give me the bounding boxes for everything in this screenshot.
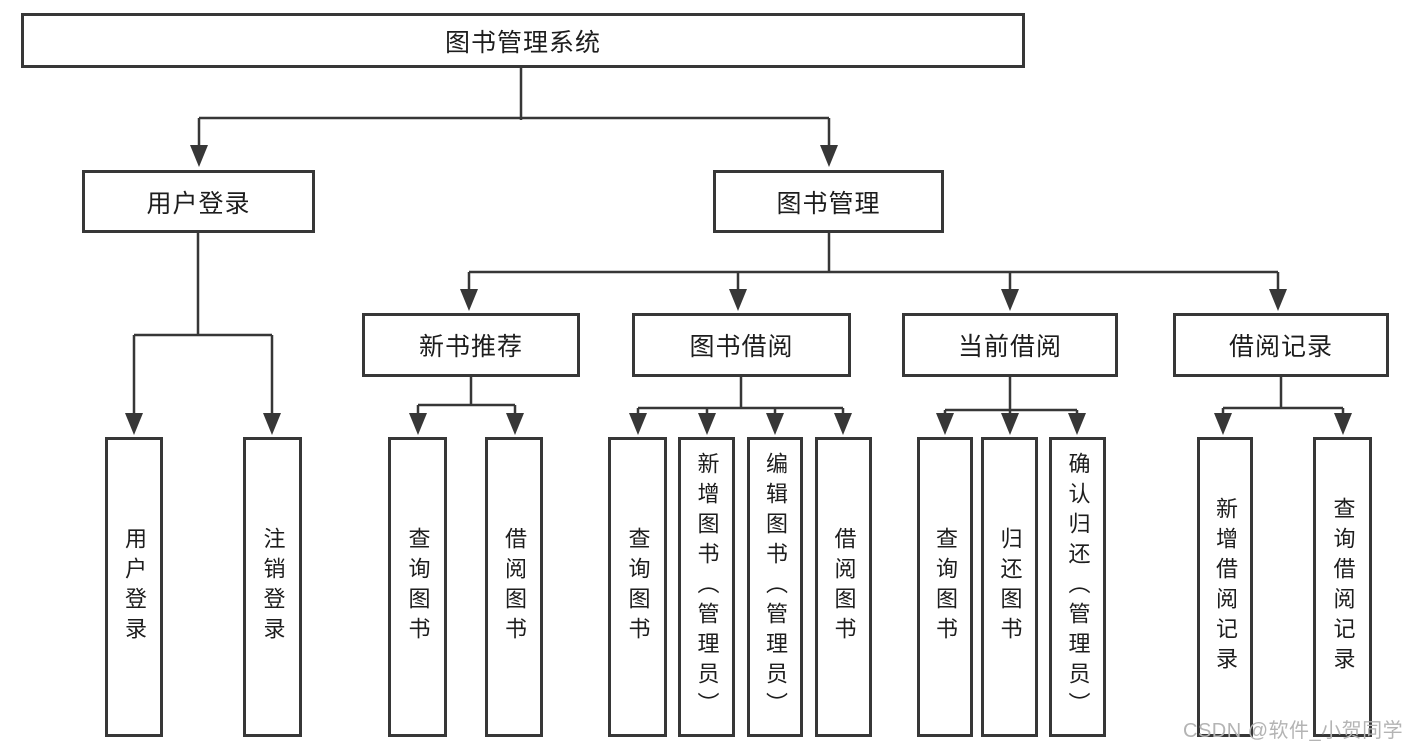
node-book-management-label: 图书管理 (776, 189, 881, 218)
node-current-query-books-label: 查询图书 (933, 527, 958, 647)
node-current-return-books: 归还图书 (981, 437, 1038, 737)
node-current-borrowing-label: 当前借阅 (957, 333, 1062, 361)
node-borrow-records-label: 借阅记录 (1228, 333, 1333, 361)
node-borrow-edit-books-admin: 编辑图书（管理员） (747, 437, 803, 737)
node-user-login: 用户登录 (82, 170, 315, 233)
node-recommend-borrow-books: 借阅图书 (485, 437, 543, 737)
watermark: CSDN @软件_小贺同学 (1183, 720, 1404, 742)
arrowheads (125, 145, 1352, 435)
node-current-borrowing: 当前借阅 (902, 313, 1118, 377)
node-logout-label: 注销登录 (260, 527, 286, 647)
node-borrow-query-books-label: 查询图书 (625, 527, 651, 647)
node-login-label: 用户登录 (122, 527, 147, 647)
node-borrow-edit-books-admin-label: 编辑图书（管理员） (763, 452, 788, 722)
node-borrow-add-books-admin: 新增图书（管理员） (678, 437, 735, 737)
node-book-borrowing: 图书借阅 (632, 313, 851, 377)
node-library-system: 图书管理系统 (21, 13, 1025, 68)
node-borrow-borrow-books-label: 借阅图书 (831, 527, 857, 647)
node-login: 用户登录 (105, 437, 163, 737)
node-borrow-borrow-books: 借阅图书 (815, 437, 872, 737)
node-library-system-label: 图书管理系统 (444, 28, 601, 57)
node-borrow-query-books: 查询图书 (608, 437, 667, 737)
node-logout: 注销登录 (243, 437, 302, 737)
node-records-query-record-label: 查询借阅记录 (1330, 497, 1356, 677)
node-recommend-query-books-label: 查询图书 (405, 527, 431, 647)
node-records-add-record-label: 新增借阅记录 (1213, 497, 1238, 677)
node-new-book-recommend-label: 新书推荐 (418, 333, 523, 361)
node-user-login-label: 用户登录 (146, 189, 251, 218)
node-records-add-record: 新增借阅记录 (1197, 437, 1253, 737)
node-new-book-recommend: 新书推荐 (362, 313, 580, 377)
node-borrow-records: 借阅记录 (1173, 313, 1389, 377)
node-records-query-record: 查询借阅记录 (1313, 437, 1372, 737)
node-recommend-borrow-books-label: 借阅图书 (502, 527, 527, 647)
node-current-query-books: 查询图书 (917, 437, 973, 737)
node-current-confirm-return-admin: 确认归还（管理员） (1049, 437, 1106, 737)
node-current-confirm-return-admin-label: 确认归还（管理员） (1065, 452, 1091, 722)
node-recommend-query-books: 查询图书 (388, 437, 447, 737)
node-book-borrowing-label: 图书借阅 (689, 333, 794, 361)
node-borrow-add-books-admin-label: 新增图书（管理员） (694, 452, 720, 722)
node-book-management: 图书管理 (713, 170, 944, 233)
node-current-return-books-label: 归还图书 (997, 527, 1023, 647)
